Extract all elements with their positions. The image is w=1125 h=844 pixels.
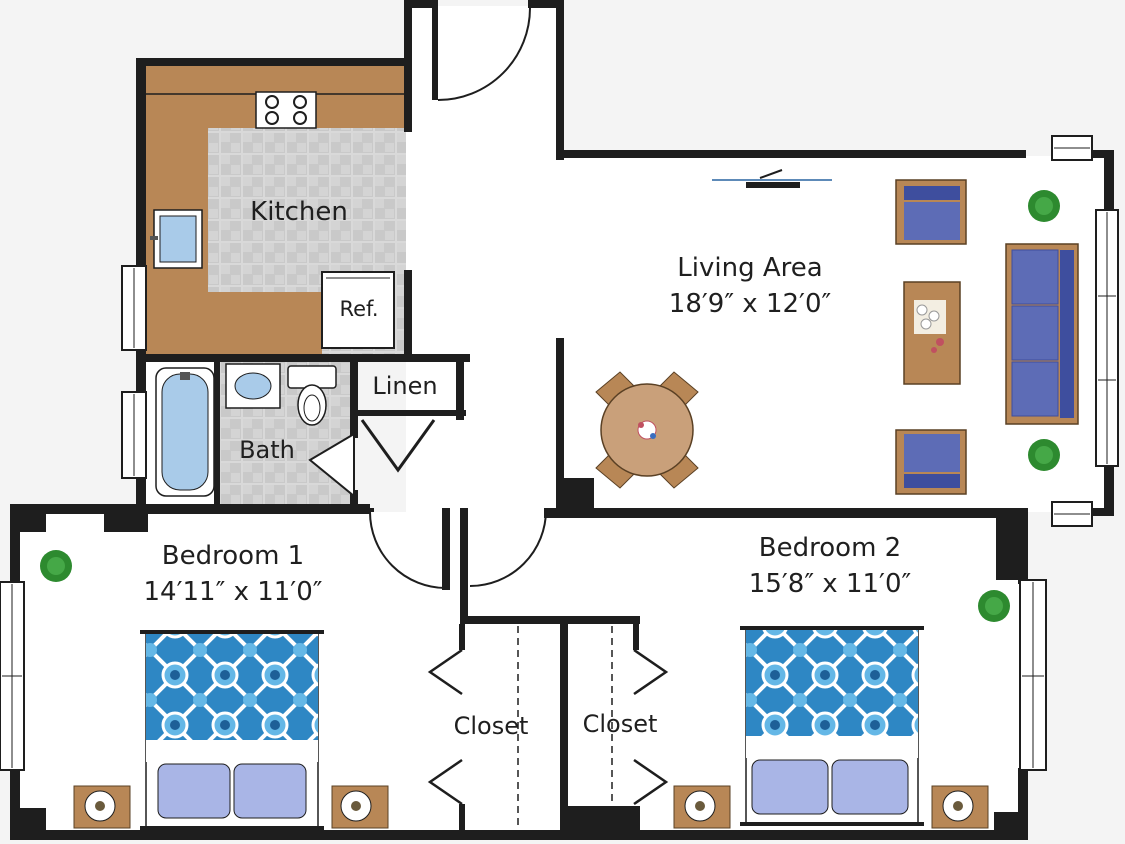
bedroom2-label: Bedroom 2 — [759, 533, 901, 563]
tv-icon — [712, 169, 832, 188]
bath-fixtures — [155, 363, 337, 497]
bedroom2-furniture — [673, 590, 1010, 829]
living-furniture — [595, 169, 1079, 495]
bedroom1-door — [368, 508, 447, 589]
nightstand-lamp-icon — [673, 785, 731, 829]
linen-door — [360, 419, 436, 473]
living-area-dimensions: 18′9″ x 12′0″ — [669, 289, 832, 319]
entry-door — [432, 4, 531, 101]
refrigerator-icon — [321, 271, 395, 349]
armchair-top-icon — [895, 179, 967, 245]
coffee-table-icon — [903, 281, 961, 385]
kitchen-fixtures — [144, 66, 406, 356]
kitchen-label: Kitchen — [250, 197, 348, 227]
plant-icon — [40, 550, 72, 582]
toilet-icon — [287, 365, 337, 426]
entry-floor — [406, 6, 562, 512]
armchair-bottom-icon — [895, 429, 967, 495]
bed-icon — [740, 626, 924, 826]
refrigerator-label: Ref. — [339, 297, 378, 321]
closet2-label: Closet — [583, 710, 658, 738]
plant-icon — [1028, 190, 1060, 222]
plant-icon — [1028, 439, 1060, 471]
bedroom2-floor — [458, 512, 1026, 836]
doors — [308, 4, 669, 830]
stove-icon — [255, 91, 317, 129]
bed-icon — [140, 630, 324, 830]
bedroom2-dimensions: 15′8″ x 11′0″ — [749, 569, 912, 599]
bedroom1-furniture — [40, 550, 389, 830]
windows — [0, 135, 1119, 771]
closet1-label: Closet — [454, 712, 529, 740]
nightstand-lamp-icon — [331, 785, 389, 829]
sofa-icon — [1005, 243, 1079, 425]
bath-door — [308, 432, 355, 499]
room-labels: Kitchen Ref. Living Area 18′9″ x 12′0″ B… — [144, 197, 912, 740]
living-area-label: Living Area — [677, 253, 822, 283]
bath-label: Bath — [239, 436, 295, 464]
plant-icon — [978, 590, 1010, 622]
bedroom1-label: Bedroom 1 — [162, 541, 304, 571]
nightstand-lamp-icon — [931, 785, 989, 829]
nightstand-lamp-icon — [73, 785, 131, 829]
closet2-doors — [611, 620, 669, 806]
closet1-doors — [427, 624, 519, 830]
dining-table-icon — [595, 371, 699, 489]
linen-label: Linen — [372, 372, 437, 400]
bedroom2-door — [469, 509, 547, 587]
bedroom1-dimensions: 14′11″ x 11′0″ — [144, 577, 323, 607]
